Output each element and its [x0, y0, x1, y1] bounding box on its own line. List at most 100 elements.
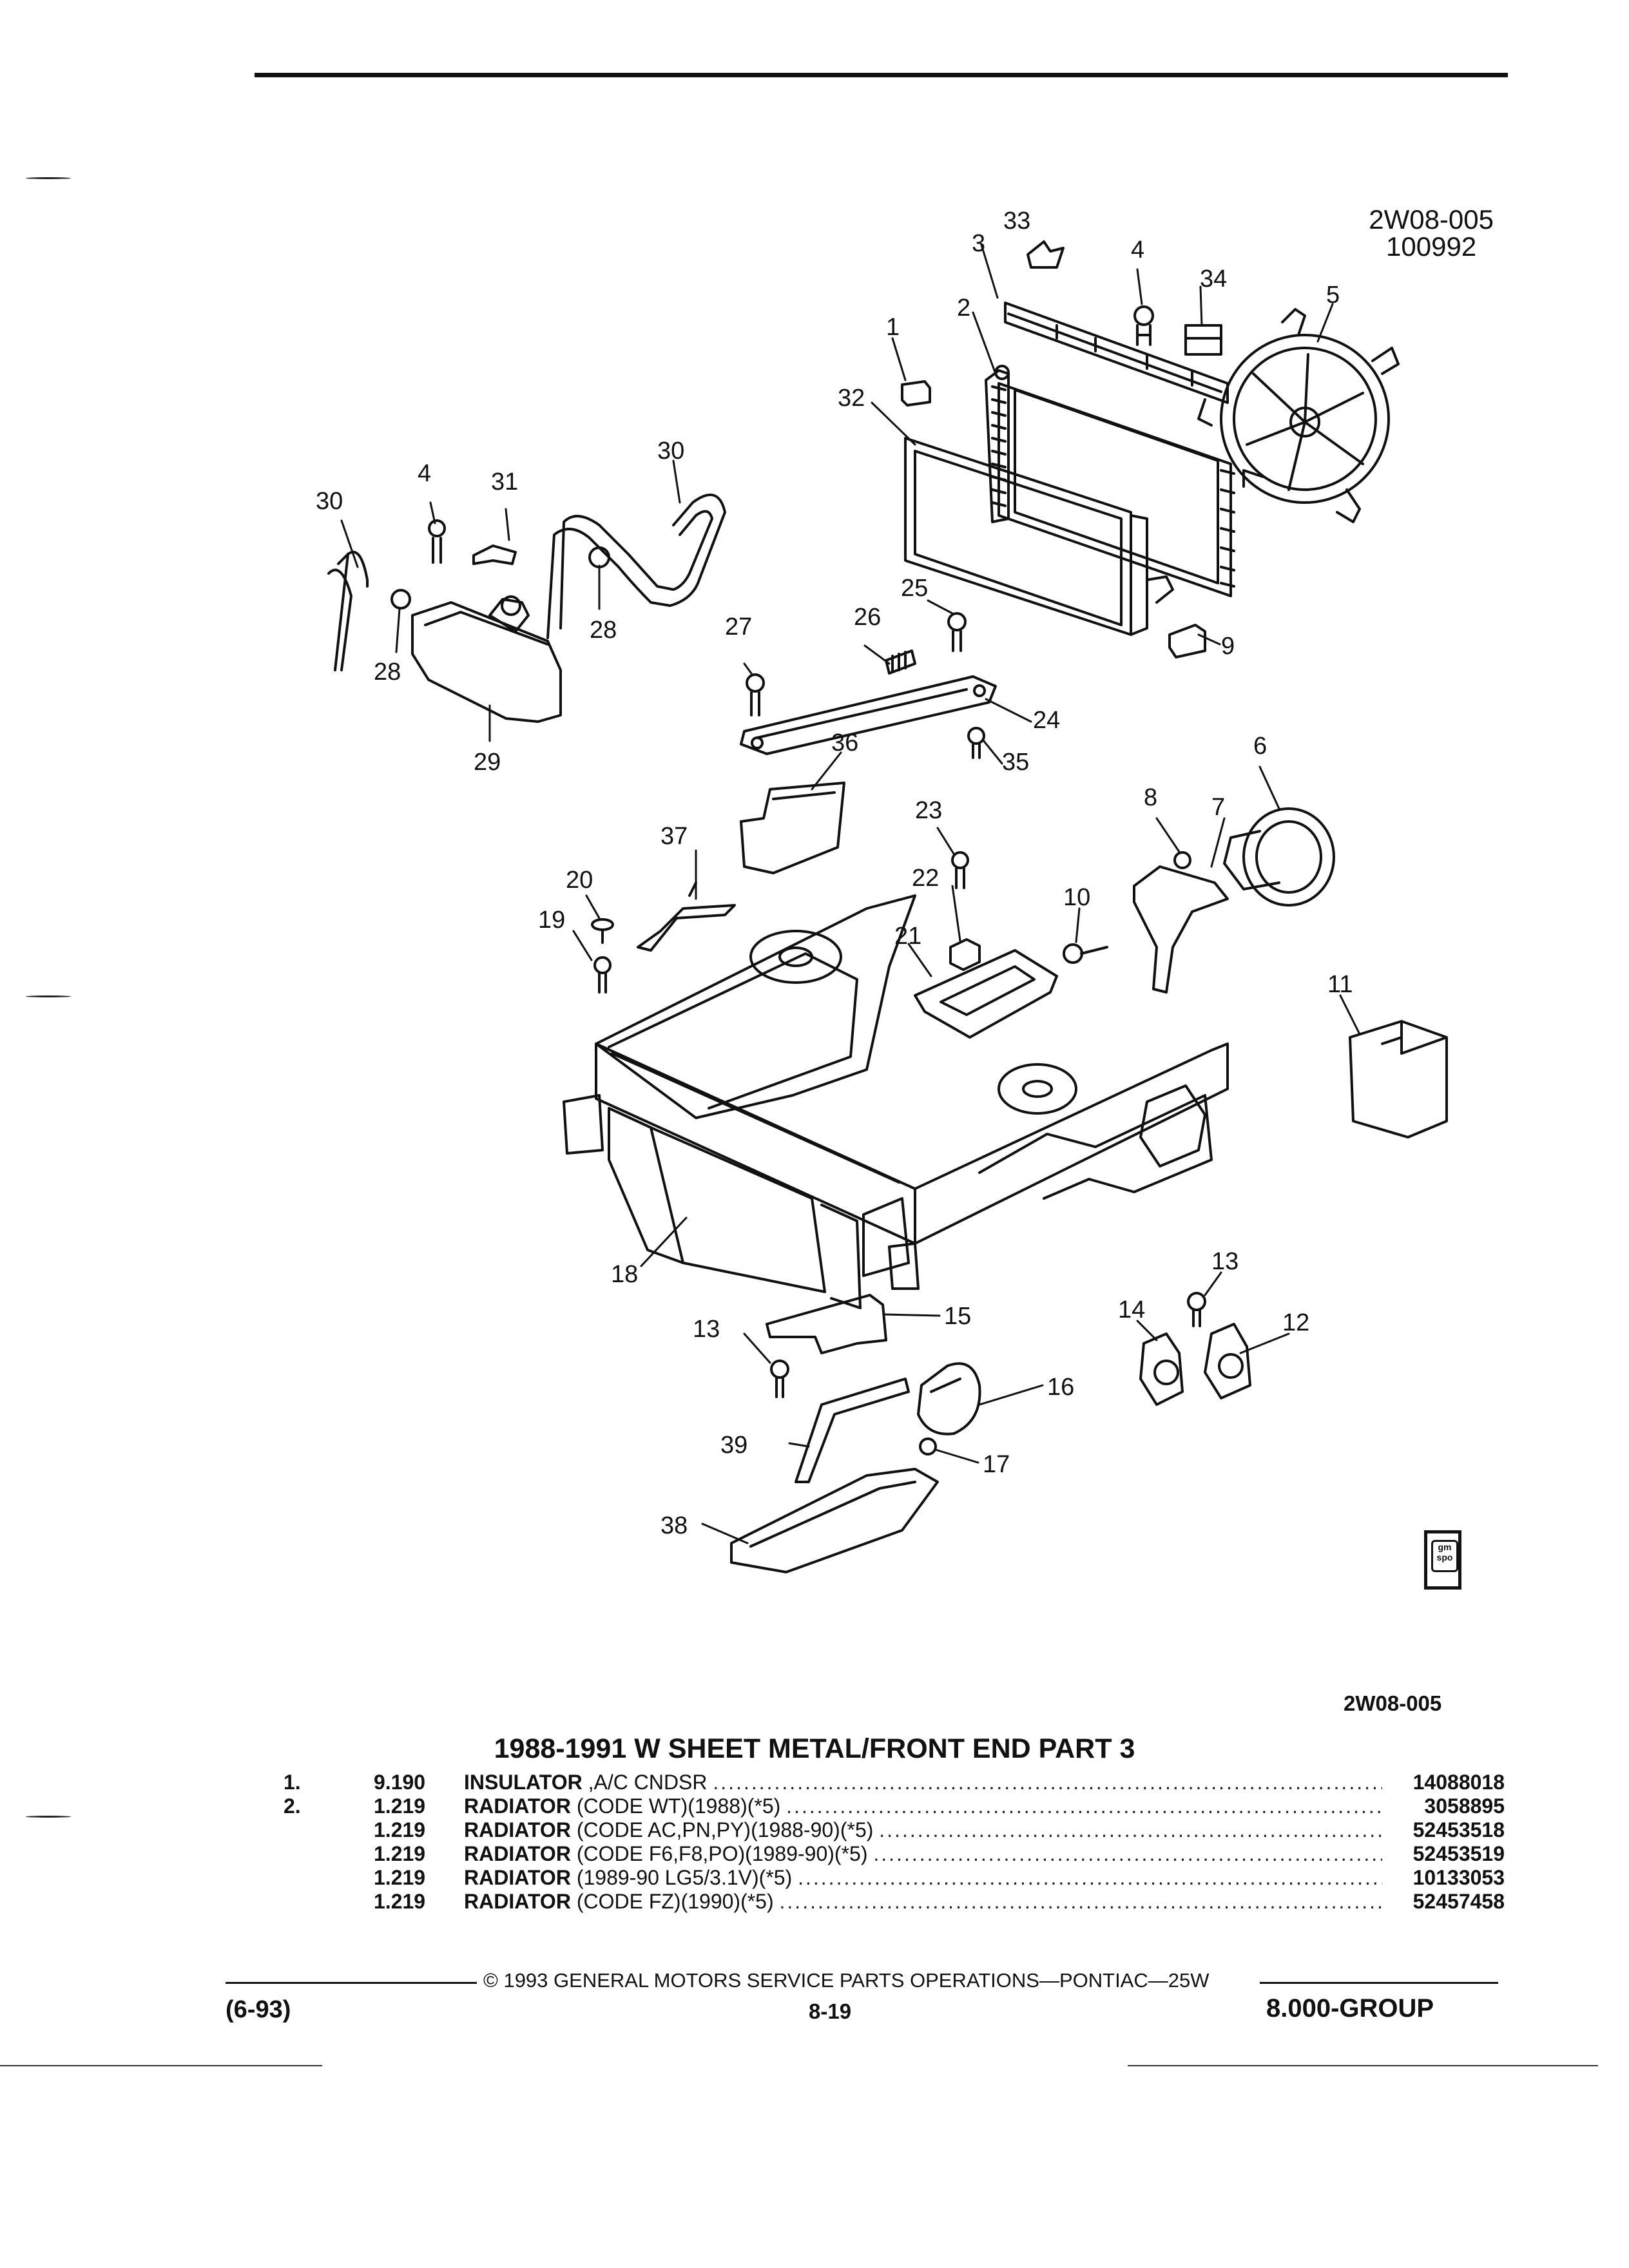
group-number: 1.219	[374, 1842, 426, 1865]
bolt-4-upper	[1133, 305, 1154, 346]
callout-33: 33	[1003, 207, 1030, 235]
callout-23: 23	[915, 797, 942, 824]
callout-36: 36	[831, 729, 858, 756]
bracket-37	[637, 881, 736, 952]
horns-12-14	[1139, 1292, 1251, 1406]
part-description: RADIATOR (1989-90 LG5/3.1V)(*5) ........…	[464, 1866, 1382, 1889]
callout-22: 22	[912, 865, 939, 892]
callout-6: 6	[1253, 733, 1267, 760]
part-number: 52453518	[1412, 1818, 1505, 1841]
page-number: 8-19	[809, 1999, 852, 2023]
callout-25: 25	[901, 575, 928, 602]
parts-list: 1. 9.190 INSULATOR ,A/C CNDSR ..........…	[284, 1771, 1505, 1914]
callout-12: 12	[1282, 1309, 1309, 1336]
group-number: 1.219	[374, 1818, 426, 1841]
callout-4: 4	[1131, 236, 1144, 264]
scan-edge-line	[0, 2065, 322, 2066]
footer-rule-right	[1260, 1982, 1498, 1984]
callout-8: 8	[1144, 784, 1157, 811]
leader-lines	[340, 244, 1361, 1544]
part-detail: (CODE AC,PN,PY)(1988-90)(*5)	[570, 1818, 874, 1841]
revision-date: (6-93)	[226, 1996, 291, 2023]
callout-27: 27	[725, 613, 752, 640]
callout-16: 16	[1047, 1374, 1074, 1401]
callout-9: 9	[1221, 633, 1235, 660]
bracket-21	[914, 851, 1058, 1039]
callout-30: 30	[316, 488, 343, 515]
radiator	[985, 365, 1235, 597]
callout-28: 28	[590, 617, 617, 644]
part-description: RADIATOR (CODE AC,PN,PY)(1988-90)(*5) ..…	[464, 1818, 1382, 1841]
callout-15: 15	[944, 1303, 971, 1330]
bolts-19-20	[591, 918, 614, 994]
callout-3: 3	[972, 230, 985, 257]
item-index: 1.	[284, 1771, 301, 1794]
callout-labels: 33 3 4 34 5 2 1 32 30 30 4 31 28 28 29 2…	[316, 207, 1353, 1539]
callout-26: 26	[854, 604, 881, 631]
part-number: 3058895	[1424, 1794, 1505, 1818]
section-ref-code: 2W08-005	[1344, 1691, 1442, 1715]
callout-30: 30	[657, 437, 684, 465]
callout-4: 4	[418, 460, 431, 487]
top-rule	[255, 73, 1508, 77]
label-34	[1184, 324, 1222, 356]
group-label: 8.000-GROUP	[1266, 1994, 1434, 2023]
part-description: RADIATOR (CODE F6,F8,PO)(1989-90)(*5) ..…	[464, 1842, 1382, 1865]
gm-spo-logo: gm spo	[1424, 1530, 1461, 1590]
section-title: 1988-1991 W SHEET METAL/FRONT END PART 3	[494, 1733, 1135, 1764]
bolts-8-10	[1063, 851, 1191, 964]
part-description: INSULATOR ,A/C CNDSR ...................…	[464, 1771, 1382, 1794]
part-name: RADIATOR	[464, 1890, 571, 1913]
callout-14: 14	[1118, 1296, 1145, 1323]
item-index: 2.	[284, 1794, 301, 1818]
part-detail: ,A/C CNDSR	[582, 1771, 708, 1794]
callout-5: 5	[1326, 282, 1340, 309]
callout-1: 1	[886, 314, 900, 341]
callout-20: 20	[566, 867, 593, 894]
cooling-fan	[1220, 308, 1400, 523]
part-number: 14088018	[1412, 1771, 1505, 1794]
shield-36	[740, 782, 845, 874]
group-number: 9.190	[374, 1771, 426, 1794]
group-number: 1.219	[374, 1866, 426, 1889]
part-detail: (CODE F6,F8,PO)(1989-90)(*5)	[570, 1842, 868, 1865]
footer-rule-left	[226, 1982, 477, 1984]
bolts-25-27-35	[746, 612, 985, 759]
callout-21: 21	[894, 923, 921, 950]
punch-mark	[26, 177, 71, 179]
part-name: RADIATOR	[464, 1794, 571, 1818]
part-detail: (1989-90 LG5/3.1V)(*5)	[570, 1866, 793, 1889]
callout-13: 13	[1211, 1248, 1239, 1275]
insulator-1	[901, 380, 931, 407]
callout-19: 19	[538, 907, 565, 934]
nut-17	[919, 1437, 937, 1456]
figure-reference: 2W08-005 100992	[1369, 206, 1494, 260]
part-number: 10133053	[1412, 1866, 1505, 1889]
front-end-sheet-metal	[563, 894, 1229, 1309]
exploded-parts-diagram: 33 3 4 34 5 2 1 32 30 30 4 31 28 28 29 2…	[316, 207, 1448, 1573]
figure-ref-code: 2W08-005	[1369, 204, 1494, 235]
parts-row: 1. 9.190 INSULATOR ,A/C CNDSR ..........…	[284, 1771, 1505, 1794]
spring-26	[885, 649, 916, 675]
part-description: RADIATOR (CODE WT)(1988)(*5) ...........…	[464, 1794, 1382, 1818]
scan-edge-line	[1128, 2065, 1598, 2066]
bracket-15	[766, 1294, 887, 1354]
bolt-13-left	[770, 1360, 789, 1398]
callout-34: 34	[1200, 265, 1227, 293]
radiator-upper-bracket	[1004, 302, 1229, 427]
bracket-39	[795, 1378, 910, 1483]
part-name: RADIATOR	[464, 1842, 571, 1865]
callout-7: 7	[1211, 794, 1225, 821]
part-number: 52453519	[1412, 1842, 1505, 1865]
hose-30-right	[546, 494, 726, 639]
clip-33	[1027, 240, 1065, 269]
callout-24: 24	[1033, 707, 1060, 734]
coolant-reservoir	[411, 595, 562, 723]
vacuum-reservoir-6	[1223, 807, 1335, 907]
callout-10: 10	[1063, 884, 1090, 911]
callout-39: 39	[720, 1432, 747, 1459]
group-number: 1.219	[374, 1890, 426, 1913]
figure-date-code: 100992	[1386, 231, 1477, 262]
parts-row: 2. 1.219 RADIATOR (CODE WT)(1988)(*5) ..…	[284, 1794, 1505, 1818]
callout-29: 29	[474, 749, 501, 776]
